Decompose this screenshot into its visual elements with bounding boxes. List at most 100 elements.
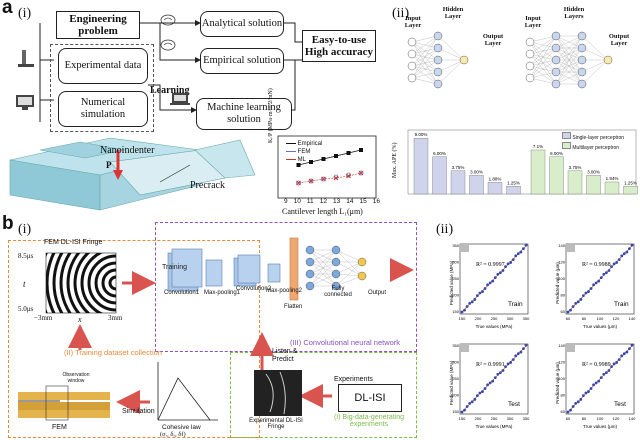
cnn-edge	[335, 261, 363, 287]
nn-node	[407, 49, 417, 59]
ml-solution-box: Machine learning solution	[196, 98, 292, 130]
scatter-point	[576, 400, 580, 404]
fem-point	[358, 170, 364, 176]
ape-bar	[604, 181, 620, 195]
scatter-point	[468, 301, 472, 305]
scatter-point	[612, 362, 616, 366]
experimental-data-box: Experimental data	[58, 48, 148, 84]
nn-edge	[529, 35, 557, 43]
cnn-node	[331, 269, 341, 279]
dl-isi-box: DL-ISI	[338, 384, 402, 412]
ape-bar-label: 7.1%	[533, 144, 543, 149]
scatter-point	[481, 290, 484, 293]
fringe-ring	[73, 253, 91, 313]
scatter-point	[506, 262, 510, 266]
scatter-point	[569, 308, 572, 312]
scatter-point	[602, 372, 606, 376]
scatter-point	[511, 258, 515, 262]
scatter-point	[473, 298, 477, 301]
fringe-ring	[80, 253, 104, 313]
fem-point	[308, 178, 314, 184]
panel-a-i-label: (i)	[18, 6, 32, 21]
conv1-label: Convolution1	[164, 290, 200, 296]
scatter-xtick: 350	[523, 316, 530, 321]
cnn-edge	[309, 249, 337, 263]
analytical-solution-text: Analytical solution	[201, 18, 283, 29]
scatter-xtick: 300	[507, 316, 514, 321]
ape-bar	[506, 186, 521, 195]
scatter-r2: R² = 0.9989	[582, 362, 611, 368]
scatter-point	[630, 343, 634, 347]
scatter-point	[617, 358, 621, 362]
panel-b-label: b	[2, 213, 14, 234]
fringe-ring	[87, 254, 116, 312]
scatter-point	[506, 362, 510, 366]
brain-icon-2	[160, 39, 176, 51]
scatter-point	[592, 283, 595, 287]
nn-node	[525, 49, 535, 59]
scatter-point	[569, 408, 572, 412]
nn-node	[407, 61, 417, 71]
scatter-point	[522, 347, 525, 351]
scatter-point	[576, 300, 580, 304]
scatter-ytick: 80	[561, 293, 566, 298]
nn-edge	[437, 59, 465, 73]
cnn-edge	[309, 261, 337, 287]
scatter-ytick: 100	[558, 276, 565, 281]
ape-bar	[586, 175, 601, 195]
cnn-edge	[309, 249, 337, 287]
high-accuracy-text: High accuracy	[304, 46, 374, 58]
ape-bar-label: 3.75%	[452, 165, 465, 170]
scatter-point	[486, 383, 489, 387]
scatter-ytick: 60	[561, 309, 566, 314]
scatter-point	[571, 405, 575, 408]
scatter-point	[491, 379, 495, 383]
numerical-simulation-text: Numerical simulation	[80, 97, 126, 120]
ape-bar-label: 3.00%	[470, 169, 483, 174]
pool2-label: Max-pooling2	[266, 288, 303, 294]
x-right: 3mm	[108, 314, 123, 322]
cnn-edge	[335, 249, 363, 277]
listen-text: Listen &	[272, 348, 298, 355]
fem-title: FEM DL-ISI Fringe	[44, 239, 103, 246]
cnn-edge	[335, 275, 363, 287]
nn-edge	[555, 71, 583, 85]
scatter-point	[617, 258, 621, 262]
scatter-ytick: 300	[452, 360, 459, 365]
scatter-point	[486, 283, 489, 287]
ape-bar-label: 1.94%	[606, 176, 619, 181]
scatter-xtick: 250	[491, 316, 498, 321]
scatter-point	[504, 265, 507, 269]
scatter-point	[612, 262, 616, 266]
scatter-xtick: 200	[475, 316, 482, 321]
scatter-point	[579, 398, 583, 401]
scatter-point	[574, 301, 578, 305]
laptop-icon	[170, 93, 190, 105]
nn-node	[603, 55, 613, 65]
scatter-point	[625, 350, 629, 354]
fringe-ring	[94, 261, 116, 305]
fem-label: FEM	[52, 424, 67, 431]
xtick: 12	[319, 198, 327, 205]
scatter-ylabel: Predicted value (MPa)	[449, 260, 454, 305]
nn-edge	[555, 35, 583, 61]
scatter-xtick: 140	[629, 416, 636, 421]
nn1-input-label: Input Layer	[404, 15, 422, 29]
scatter-xtick: 80	[582, 416, 587, 421]
legend-empirical: Empirical	[286, 140, 322, 148]
scatter-point	[589, 387, 593, 390]
scatter-point	[504, 365, 507, 369]
scatter-point	[592, 383, 595, 387]
microscope-icon	[18, 50, 34, 67]
scatter-xtick: 100	[597, 316, 604, 321]
scatter-point	[589, 287, 593, 290]
cnn-edge	[335, 261, 363, 275]
x-label: x	[78, 315, 82, 324]
nn-edge	[411, 77, 439, 85]
scatter-ytick: 140	[558, 243, 565, 248]
nn-edge	[437, 35, 465, 61]
scatter-point	[566, 310, 570, 314]
